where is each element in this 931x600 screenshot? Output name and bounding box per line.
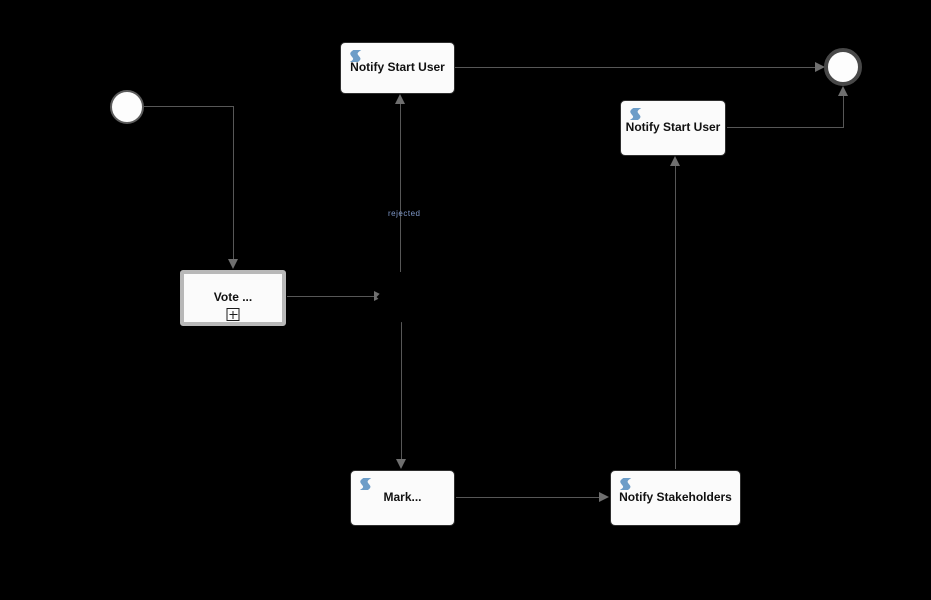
flow-label-rejected[interactable]: rejected xyxy=(388,209,421,218)
script-icon xyxy=(628,106,643,122)
flow-mark-to-stakeholders-segment[interactable] xyxy=(456,497,599,498)
flow-start-to-vote-segment[interactable] xyxy=(144,106,233,107)
task-label: Mark... xyxy=(383,490,422,505)
arrowhead-icon xyxy=(815,62,825,72)
arrowhead-icon xyxy=(396,459,406,469)
flow-gateway-to-mark-segment[interactable] xyxy=(401,322,402,459)
arrowhead-icon xyxy=(670,156,680,166)
flow-notify-right-to-end-segment[interactable] xyxy=(727,127,844,128)
gateway[interactable] xyxy=(376,271,428,323)
end-event[interactable] xyxy=(824,48,862,86)
flow-gateway-to-notify-top-segment[interactable] xyxy=(400,104,401,272)
task-notify-start-user-top[interactable]: Notify Start User xyxy=(340,42,455,94)
arrowhead-icon xyxy=(838,86,848,96)
arrowhead-icon xyxy=(228,259,238,269)
task-label: Notify Stakeholders xyxy=(619,490,732,505)
arrowhead-icon xyxy=(395,94,405,104)
start-event[interactable] xyxy=(110,90,144,124)
task-mark[interactable]: Mark... xyxy=(350,470,455,526)
script-icon xyxy=(348,48,363,64)
script-icon xyxy=(618,476,633,492)
arrowhead-icon xyxy=(599,492,609,502)
flow-vote-to-gateway-segment[interactable] xyxy=(287,296,374,297)
task-label: Vote ... xyxy=(213,290,253,305)
flow-notify-top-to-end-segment[interactable] xyxy=(455,67,815,68)
task-notify-stakeholders[interactable]: Notify Stakeholders xyxy=(610,470,741,526)
flow-start-to-vote-segment[interactable] xyxy=(233,106,234,260)
subprocess-vote[interactable]: Vote ... xyxy=(180,270,286,326)
task-label: Notify Start User xyxy=(625,120,721,135)
task-label: Notify Start User xyxy=(350,60,445,75)
plus-expand-marker-icon[interactable] xyxy=(226,308,240,321)
flow-stakeholders-to-notify-right-segment[interactable] xyxy=(675,166,676,469)
flow-notify-right-to-end-segment[interactable] xyxy=(843,96,844,128)
task-notify-start-user-right[interactable]: Notify Start User xyxy=(620,100,726,156)
script-icon xyxy=(358,476,373,492)
